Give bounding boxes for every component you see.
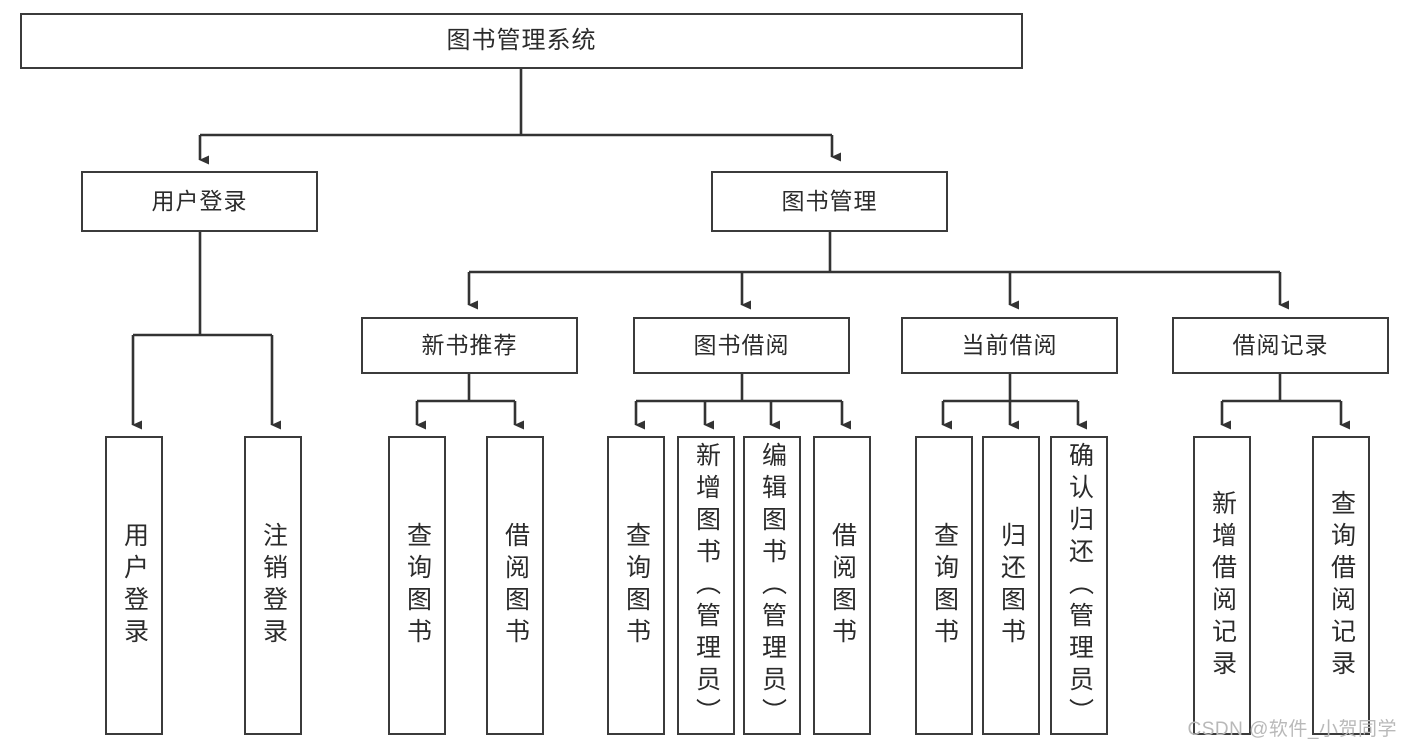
node-label: 编辑图书（管理员） [758, 442, 787, 730]
node-label: 注销登录 [259, 521, 288, 650]
node-root-book-management-system[interactable]: 图书管理系统 [20, 13, 1023, 69]
node-label: 图书借阅 [693, 331, 790, 358]
node-label: 当前借阅 [961, 331, 1058, 358]
leaf-user-logout[interactable]: 注销登录 [244, 436, 302, 735]
node-label: 借阅图书 [501, 521, 530, 650]
node-label: 新书推荐 [421, 331, 518, 358]
node-label: 用户登录 [120, 521, 149, 650]
node-label: 图书管理系统 [446, 26, 597, 54]
node-label: 借阅记录 [1232, 331, 1329, 358]
node-user-login[interactable]: 用户登录 [81, 171, 318, 232]
node-label: 查询借阅记录 [1327, 489, 1356, 682]
node-label: 查询图书 [622, 521, 651, 650]
leaf-current-query-book[interactable]: 查询图书 [915, 436, 973, 735]
node-label: 新增借阅记录 [1208, 489, 1237, 682]
node-new-book-recommend[interactable]: 新书推荐 [361, 317, 578, 374]
node-label: 归还图书 [997, 521, 1026, 650]
leaf-current-confirm-return-admin[interactable]: 确认归还（管理员） [1050, 436, 1108, 735]
leaf-user-login[interactable]: 用户登录 [105, 436, 163, 735]
node-label: 确认归还（管理员） [1065, 442, 1094, 730]
leaf-recommend-query-book[interactable]: 查询图书 [388, 436, 446, 735]
node-label: 新增图书（管理员） [692, 442, 721, 730]
leaf-record-query-borrow-record[interactable]: 查询借阅记录 [1312, 436, 1370, 735]
node-label: 用户登录 [151, 187, 248, 214]
node-book-management[interactable]: 图书管理 [711, 171, 948, 232]
node-label: 查询图书 [403, 521, 432, 650]
node-borrow-record[interactable]: 借阅记录 [1172, 317, 1389, 374]
leaf-borrow-query-book[interactable]: 查询图书 [607, 436, 665, 735]
node-current-borrow[interactable]: 当前借阅 [901, 317, 1118, 374]
node-label: 图书管理 [781, 187, 878, 214]
leaf-borrow-edit-book-admin[interactable]: 编辑图书（管理员） [743, 436, 801, 735]
node-book-borrow[interactable]: 图书借阅 [633, 317, 850, 374]
leaf-record-add-borrow-record[interactable]: 新增借阅记录 [1193, 436, 1251, 735]
leaf-current-return-book[interactable]: 归还图书 [982, 436, 1040, 735]
node-label: 借阅图书 [828, 521, 857, 650]
node-label: 查询图书 [930, 521, 959, 650]
leaf-recommend-borrow-book[interactable]: 借阅图书 [486, 436, 544, 735]
leaf-borrow-add-book-admin[interactable]: 新增图书（管理员） [677, 436, 735, 735]
leaf-borrow-borrow-book[interactable]: 借阅图书 [813, 436, 871, 735]
